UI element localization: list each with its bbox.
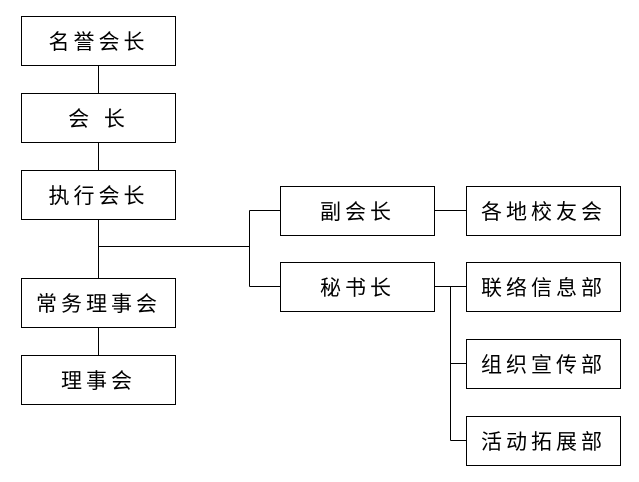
secretary-general-label: 秘书长 — [320, 276, 395, 300]
honorary-president-label: 名誉会长 — [48, 30, 149, 54]
activity-dept-label: 活动拓展部 — [481, 430, 606, 454]
honorary-president-box: 名誉会长 — [21, 16, 176, 66]
secretary-general-box: 秘书长 — [280, 262, 435, 312]
organization-dept-label: 组织宣传部 — [481, 353, 606, 377]
liaison-dept-box: 联络信息部 — [466, 262, 621, 312]
liaison-dept-label: 联络信息部 — [481, 276, 606, 300]
vice-president-box: 副会长 — [280, 186, 435, 236]
executive-president-label: 执行会长 — [48, 184, 149, 208]
vice-president-label: 副会长 — [320, 200, 395, 224]
activity-dept-box: 活动拓展部 — [466, 416, 621, 466]
standing-council-box: 常务理事会 — [21, 278, 176, 328]
council-label: 理事会 — [61, 369, 136, 393]
president-label: 会 长 — [68, 107, 129, 131]
local-alumni-associations-label: 各地校友会 — [481, 200, 606, 224]
president-box: 会 长 — [21, 93, 176, 143]
standing-council-label: 常务理事会 — [36, 292, 161, 316]
organization-dept-box: 组织宣传部 — [466, 339, 621, 389]
council-box: 理事会 — [21, 355, 176, 405]
executive-president-box: 执行会长 — [21, 170, 176, 220]
local-alumni-associations-box: 各地校友会 — [466, 186, 621, 236]
